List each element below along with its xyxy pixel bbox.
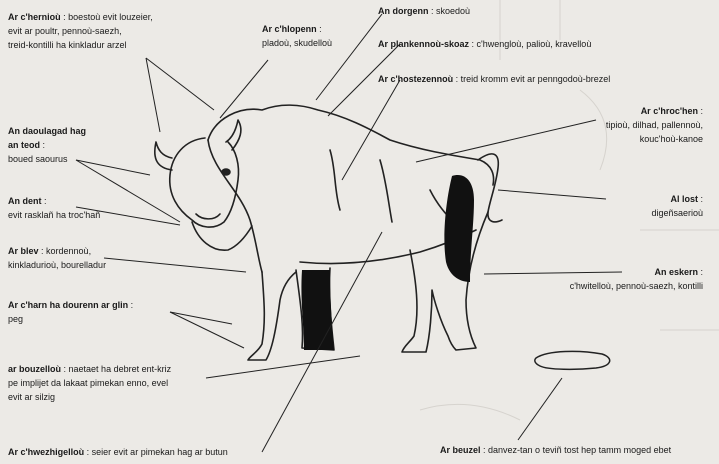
label-horns-desc-3: treid-kontilli ha kinkladur arzel — [8, 40, 127, 50]
label-hide: Ar c'hroc'hen : tipioù, dilhad, pallenno… — [606, 104, 703, 146]
label-teeth-term: An dent — [8, 196, 42, 206]
label-horns-desc-2: evit ar poultr, pennoù-saezh, — [8, 26, 122, 36]
label-hide-desc-2: kouc'hoù-kanoe — [640, 134, 703, 144]
label-ribs-term: Ar plankennoù-skoaz — [378, 39, 469, 49]
label-tendons-desc: seier evit ar pimekan hag ar butun — [92, 447, 228, 457]
label-sinews: An dorgenn : skoedoù — [378, 4, 470, 18]
label-horns: Ar c'hernioù : boestoù evit louzeier, ev… — [8, 10, 153, 52]
label-bones: An eskern : c'hwitelloù, pennoù-saezh, k… — [570, 265, 703, 293]
label-tendons-term: Ar c'hwezhigelloù — [8, 447, 84, 457]
label-teeth-desc: evit rasklañ ha troc'hañ — [8, 210, 100, 220]
label-bowels-term: ar bouzelloù — [8, 364, 61, 374]
label-bones-term: An eskern — [654, 267, 698, 277]
label-hide-term: Ar c'hroc'hen — [641, 106, 698, 116]
label-hair-desc-2: kinkladurioù, bourelladur — [8, 260, 106, 270]
bison-shading — [301, 175, 474, 350]
label-spine-term: Ar c'hostezennoù — [378, 74, 453, 84]
label-sinews-term: An dorgenn — [378, 6, 429, 16]
label-bowels-desc-1: naetaet ha debret ent-kriz — [69, 364, 172, 374]
label-ribs-desc: c'hwengloù, palioù, kravelloù — [477, 39, 592, 49]
label-hooves-desc: pladoù, skudelloù — [262, 38, 332, 48]
label-horns-desc-1: boestoù evit louzeier, — [68, 12, 153, 22]
label-tail-desc: digeñsaerioù — [651, 208, 703, 218]
label-eyes-tongue: An daoulagad hag an teod : boued saourus — [8, 124, 86, 166]
label-knee: Ar c'harn ha dourenn ar glin : peg — [8, 298, 133, 326]
label-tendons: Ar c'hwezhigelloù : seier evit ar pimeka… — [8, 445, 228, 459]
label-hair-desc-1: kordennoù, — [46, 246, 91, 256]
label-hooves-term: Ar c'hlopenn — [262, 24, 317, 34]
label-ribs: Ar plankennoù-skoaz : c'hwengloù, palioù… — [378, 37, 591, 51]
label-hooves: Ar c'hlopenn : pladoù, skudelloù — [262, 22, 332, 50]
label-sinews-desc: skoedoù — [436, 6, 470, 16]
label-hair: Ar blev : kordennoù, kinkladurioù, boure… — [8, 244, 106, 272]
label-knee-term: Ar c'harn ha dourenn ar glin — [8, 300, 128, 310]
label-bowels: ar bouzelloù : naetaet ha debret ent-kri… — [8, 362, 171, 404]
label-bowels-desc-3: evit ar silzig — [8, 392, 55, 402]
label-hair-term: Ar blev — [8, 246, 39, 256]
label-knee-desc: peg — [8, 314, 23, 324]
label-dung-term: Ar beuzel — [440, 445, 481, 455]
dung-patty — [535, 351, 610, 369]
label-teeth: An dent : evit rasklañ ha troc'hañ — [8, 194, 100, 222]
label-eyes-term-1: An daoulagad hag — [8, 126, 86, 136]
label-hide-desc-1: tipioù, dilhad, pallennoù, — [606, 120, 703, 130]
label-eyes-desc: boued saourus — [8, 154, 68, 164]
label-bowels-desc-2: pe implijet da lakaat pimekan enno, evel — [8, 378, 168, 388]
label-tail: Al lost : digeñsaerioù — [651, 192, 703, 220]
label-bones-desc: c'hwitelloù, pennoù-saezh, kontilli — [570, 281, 703, 291]
label-eyes-term-2: an teod — [8, 140, 40, 150]
label-dung-desc: danvez-tan o teviñ tost hep tamm moged e… — [488, 445, 671, 455]
label-spine: Ar c'hostezennoù : treid kromm evit ar p… — [378, 72, 610, 86]
label-dung: Ar beuzel : danvez-tan o teviñ tost hep … — [440, 443, 671, 457]
label-horns-term: Ar c'hernioù — [8, 12, 61, 22]
label-tail-term: Al lost — [670, 194, 698, 204]
label-spine-desc: treid kromm evit ar penngodoù-brezel — [461, 74, 611, 84]
